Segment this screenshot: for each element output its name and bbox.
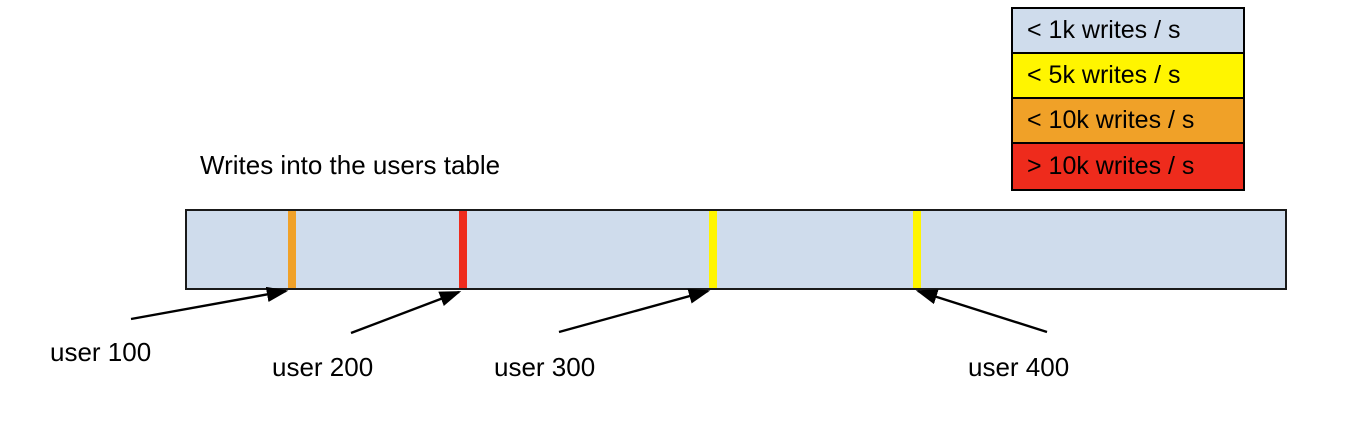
- legend-row-lt-1k: < 1k writes / s: [1013, 9, 1243, 54]
- legend-label-lt-5k: < 5k writes / s: [1027, 61, 1181, 89]
- writes-legend: < 1k writes / s < 5k writes / s < 10k wr…: [1011, 7, 1245, 191]
- pointer-user-200-arrow-icon: [350, 290, 462, 335]
- pointer-user-300-arrow-icon: [558, 288, 711, 334]
- stripe-user-400: [913, 211, 921, 288]
- stripe-user-200: [459, 211, 467, 288]
- legend-label-lt-10k: < 10k writes / s: [1027, 106, 1195, 134]
- label-user-300: user 300: [494, 352, 596, 382]
- users-table-bar: [185, 209, 1287, 290]
- stripe-user-300: [709, 211, 717, 288]
- pointer-user-400-arrow-icon: [915, 289, 1048, 334]
- stripe-user-100: [288, 211, 296, 288]
- label-user-400: user 400: [968, 352, 1070, 382]
- diagram-title: Writes into the users table: [200, 150, 501, 180]
- legend-label-lt-1k: < 1k writes / s: [1027, 16, 1181, 44]
- legend-label-gt-10k: > 10k writes / s: [1027, 152, 1195, 180]
- label-user-100: user 100: [50, 337, 152, 367]
- legend-row-lt-10k: < 10k writes / s: [1013, 99, 1243, 144]
- pointer-user-100-arrow-icon: [130, 286, 289, 321]
- legend-row-gt-10k: > 10k writes / s: [1013, 144, 1243, 189]
- label-user-200: user 200: [272, 352, 374, 382]
- legend-row-lt-5k: < 5k writes / s: [1013, 54, 1243, 99]
